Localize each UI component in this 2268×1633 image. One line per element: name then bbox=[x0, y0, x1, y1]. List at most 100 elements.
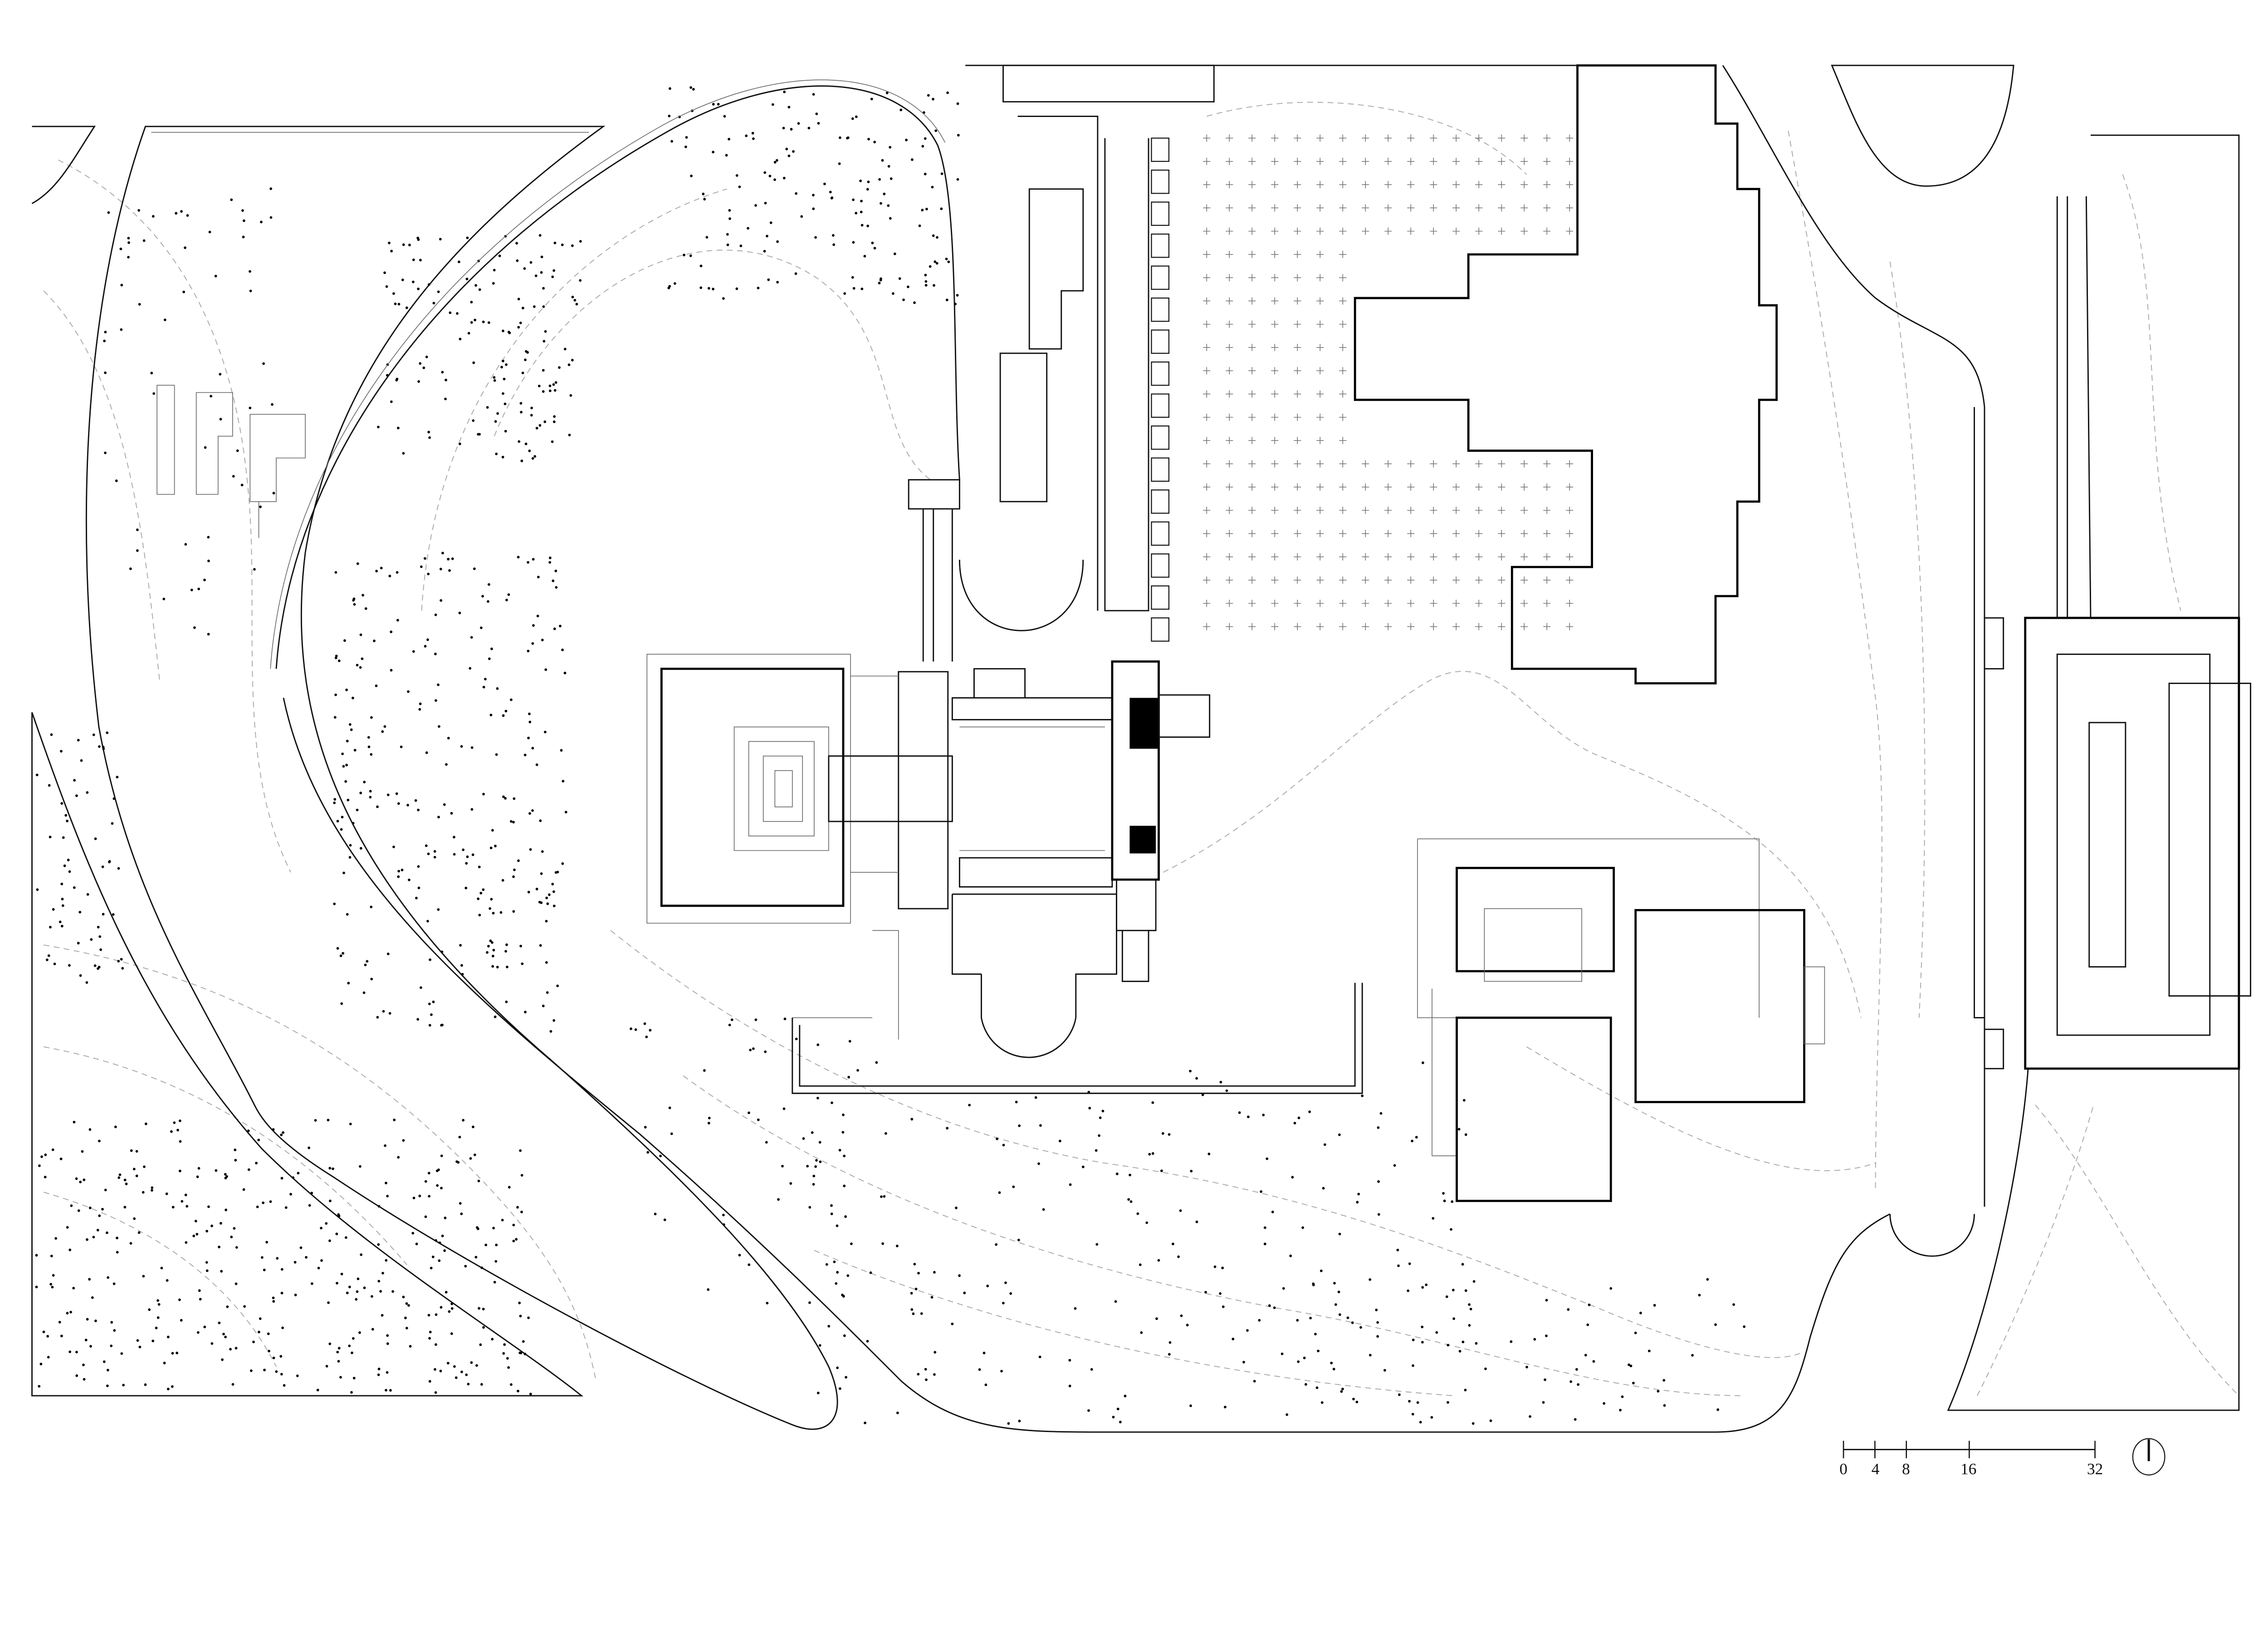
grid-cross bbox=[1407, 181, 1415, 189]
grid-cross bbox=[1566, 506, 1574, 514]
tree-dot bbox=[163, 318, 166, 322]
tree-dot bbox=[773, 161, 777, 164]
tree-dot bbox=[763, 249, 766, 253]
tree-dot bbox=[1221, 1266, 1224, 1270]
tree-dot bbox=[381, 730, 384, 733]
tree-dot bbox=[531, 809, 534, 812]
grid-cross bbox=[1316, 181, 1324, 189]
tree-dot bbox=[282, 1131, 284, 1134]
tree-dot bbox=[310, 1282, 313, 1285]
tree-dot bbox=[430, 1013, 433, 1016]
tree-dot bbox=[1468, 1324, 1471, 1327]
tree-dot bbox=[1263, 1242, 1266, 1246]
tree-dot bbox=[388, 574, 391, 577]
tree-dot bbox=[116, 1251, 119, 1254]
tree-dot bbox=[418, 708, 421, 711]
tree-dot bbox=[107, 1276, 110, 1279]
tree-dot bbox=[1634, 1331, 1637, 1335]
tree-dot bbox=[356, 808, 359, 812]
tree-dot bbox=[839, 1387, 841, 1390]
tree-dot bbox=[148, 1308, 151, 1311]
tree-dot bbox=[445, 378, 447, 381]
tree-dot bbox=[830, 1204, 833, 1207]
tree-dot bbox=[1225, 1089, 1228, 1092]
grid-cross bbox=[1271, 437, 1279, 445]
tree-dot bbox=[1297, 1116, 1300, 1120]
tree-dot bbox=[978, 1368, 981, 1371]
tree-dot bbox=[427, 572, 430, 576]
tree-dot bbox=[1648, 1349, 1651, 1353]
tree-dot bbox=[129, 1242, 132, 1245]
grid-cross bbox=[1248, 413, 1256, 421]
tree-dot bbox=[106, 1231, 108, 1234]
grid-cross bbox=[1271, 204, 1279, 212]
tree-dot bbox=[477, 433, 480, 436]
tree-dot bbox=[527, 561, 529, 564]
grid-cross bbox=[1203, 297, 1211, 305]
tree-dot bbox=[955, 1206, 958, 1209]
tree-dot bbox=[871, 241, 874, 244]
tree-dot bbox=[924, 1368, 927, 1371]
tree-dot bbox=[782, 1107, 786, 1110]
tree-dot bbox=[163, 1361, 166, 1364]
tree-dot bbox=[831, 1101, 833, 1104]
tree-dot bbox=[1271, 1210, 1274, 1213]
grid-cross bbox=[1294, 134, 1301, 142]
tree-dot bbox=[1629, 1364, 1633, 1368]
tree-dot bbox=[668, 1106, 671, 1110]
tree-dot bbox=[135, 1174, 138, 1178]
tree-dot bbox=[643, 1022, 646, 1025]
tree-dot bbox=[1112, 1416, 1115, 1418]
tree-dot bbox=[386, 1194, 389, 1198]
tree-dot bbox=[685, 136, 688, 139]
tree-dot bbox=[552, 383, 555, 386]
tree-dot bbox=[502, 1352, 505, 1355]
tree-dot bbox=[522, 1340, 525, 1343]
grid-cross bbox=[1566, 134, 1574, 142]
tree-dot bbox=[464, 886, 468, 890]
tree-dot bbox=[230, 1236, 233, 1238]
tree-dot bbox=[1472, 1280, 1476, 1283]
tree-dot bbox=[1377, 1126, 1380, 1129]
tree-dot bbox=[783, 1017, 787, 1021]
tree-dot bbox=[1246, 1329, 1249, 1332]
grid-cross bbox=[1407, 227, 1415, 235]
tree-dot bbox=[1411, 1413, 1414, 1416]
tree-dot bbox=[88, 1128, 92, 1131]
grid-cross bbox=[1294, 530, 1301, 538]
tree-dot bbox=[381, 1314, 384, 1317]
tree-dot bbox=[417, 886, 420, 890]
tree-dot bbox=[1396, 1248, 1399, 1252]
tree-dot bbox=[267, 1332, 270, 1335]
tree-dot bbox=[933, 1373, 936, 1376]
tree-dot bbox=[60, 924, 64, 928]
tree-dot bbox=[465, 862, 468, 865]
tree-dot bbox=[473, 1153, 476, 1156]
tree-dot bbox=[104, 371, 107, 374]
tree-dot bbox=[513, 868, 516, 871]
tree-dot bbox=[247, 1168, 250, 1171]
tree-dot bbox=[156, 1316, 160, 1319]
tree-dot bbox=[366, 960, 369, 963]
tree-dot bbox=[272, 492, 275, 495]
tree-dot bbox=[342, 765, 345, 768]
tree-dot bbox=[940, 207, 943, 210]
tree-dot bbox=[340, 1002, 343, 1005]
grid-cross bbox=[1543, 204, 1551, 212]
tree-dot bbox=[440, 1024, 443, 1027]
grid-cross bbox=[1339, 367, 1347, 375]
tree-dot bbox=[508, 1186, 511, 1189]
tree-dot bbox=[484, 1243, 488, 1247]
tree-dot bbox=[424, 645, 427, 648]
tree-dot bbox=[341, 752, 344, 755]
tree-dot bbox=[260, 220, 263, 224]
tree-dot bbox=[69, 1310, 72, 1314]
tree-dot bbox=[333, 801, 336, 804]
tree-dot bbox=[531, 457, 534, 460]
grid-cross bbox=[1339, 250, 1347, 258]
tree-dot bbox=[241, 209, 244, 212]
tree-dot bbox=[545, 961, 548, 964]
grid-cross bbox=[1452, 530, 1460, 538]
grid-cross bbox=[1248, 600, 1256, 607]
tree-dot bbox=[50, 1255, 53, 1257]
